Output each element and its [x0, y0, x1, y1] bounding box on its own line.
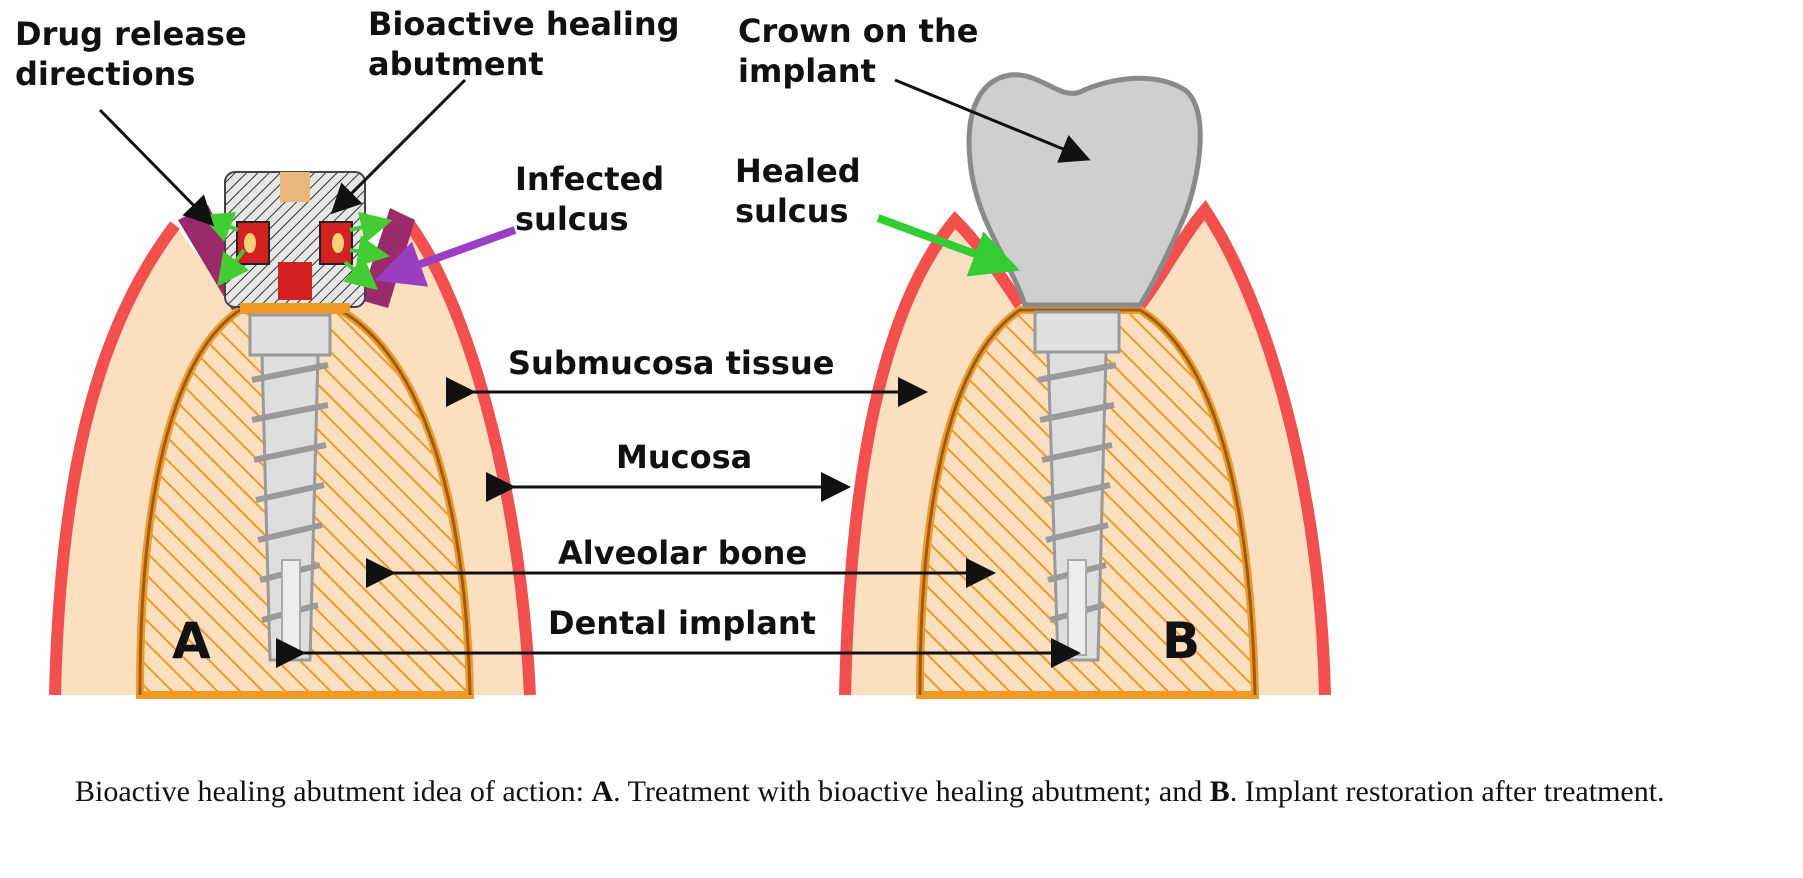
label-bioactive-1: Bioactive healing	[368, 5, 680, 43]
label-healed-2: sulcus	[735, 192, 849, 230]
caption-part-2: . Treatment with bioactive healing abutm…	[613, 775, 1210, 808]
crown-on-implant	[966, 72, 1203, 308]
caption-part-1: Bioactive healing abutment idea of actio…	[75, 775, 592, 808]
label-crown-1: Crown on the	[738, 12, 978, 50]
label-bioactive-2: abutment	[368, 45, 544, 83]
pointer-arrows	[98, 78, 1091, 668]
diagram: Drug release directions Bioactive healin…	[15, 5, 1331, 699]
label-healed-1: Healed	[735, 152, 861, 190]
panel-label-b: B	[1162, 612, 1200, 670]
bone-edge-b	[918, 308, 1257, 696]
label-implant: Dental implant	[548, 604, 816, 642]
mucosa-left-a	[49, 221, 180, 696]
caption-letter-a: A	[591, 775, 614, 808]
label-crown-2: implant	[738, 52, 876, 90]
label-infected-1: Infected	[515, 160, 664, 198]
dental-implant-b	[1033, 310, 1121, 662]
caption-part-3: . Implant restoration after treatment.	[1229, 775, 1665, 808]
label-alveolar: Alveolar bone	[558, 534, 807, 572]
dental-implant-a	[248, 313, 332, 662]
label-mucosa: Mucosa	[616, 438, 752, 476]
arrow-abutment	[330, 78, 467, 215]
arrow-crown	[894, 78, 1091, 163]
caption-letter-b: B	[1209, 775, 1230, 808]
bioactive-healing-abutment	[224, 171, 366, 313]
panel-b-ridge	[839, 72, 1331, 699]
mucosa-right-b	[1135, 199, 1331, 696]
figure-caption: Bioactive healing abutment idea of actio…	[75, 770, 1785, 814]
label-drug-release-2: directions	[15, 55, 195, 93]
label-drug-release-1: Drug release	[15, 15, 247, 53]
arrow-healed-sulcus	[876, 214, 1021, 277]
label-submucosa: Submucosa tissue	[508, 344, 834, 382]
arrow-drug-release	[98, 108, 215, 227]
panel-a-ridge	[49, 171, 536, 699]
panel-label-a: A	[172, 612, 211, 670]
arrow-infected-sulcus	[374, 226, 517, 287]
label-infected-2: sulcus	[515, 200, 629, 238]
